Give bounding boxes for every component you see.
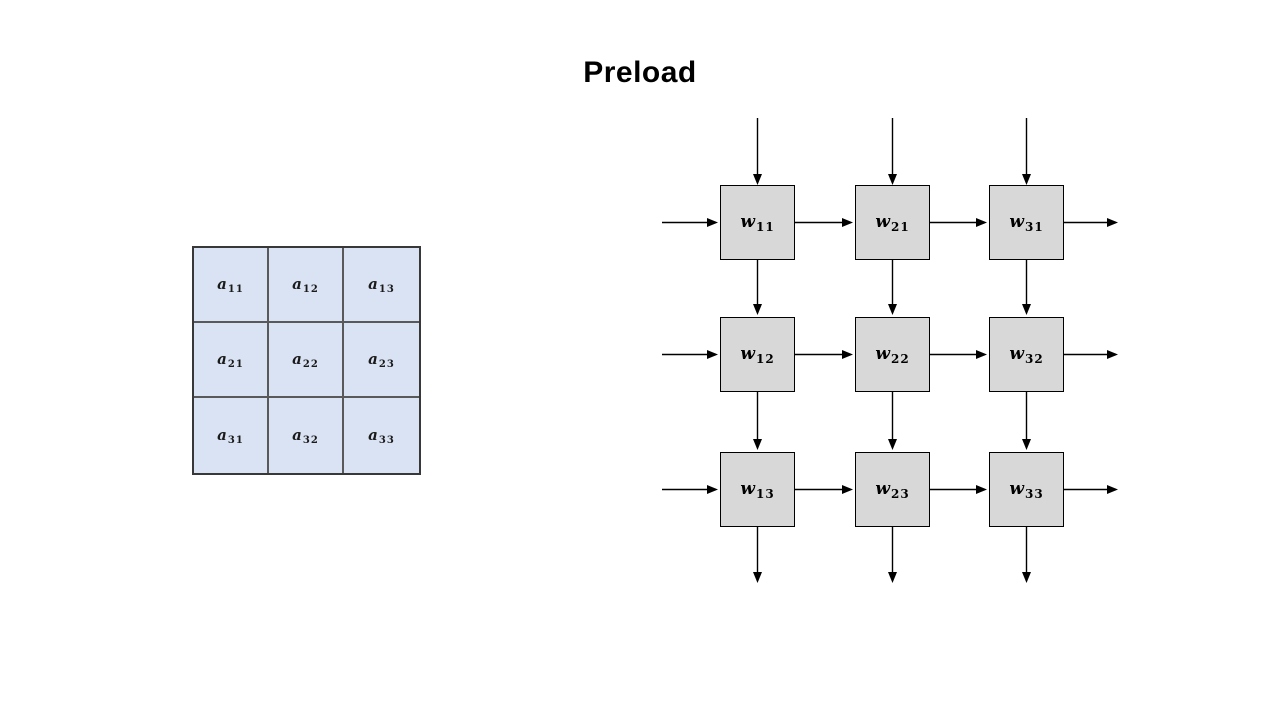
matrix-cell-label: a22 [292,350,319,370]
pe-label: w11 [740,212,774,234]
pe-subscript: 12 [755,351,775,366]
matrix-cell-a11: a11 [194,248,269,323]
pe-subscript: 22 [890,351,910,366]
pe-base: w [1009,478,1024,499]
matrix-cell-label: a31 [217,426,244,446]
pe-subscript: 11 [755,219,775,234]
cell-base: a [368,274,378,293]
input-matrix-table: a11 a12 a13 a21 a22 a23 a31 a32 a33 [192,246,421,475]
matrix-cell-label: a13 [368,275,395,295]
pe-box-w21: w21 [855,185,930,260]
matrix-cell-a12: a12 [269,248,344,323]
matrix-cell-label: a23 [368,350,395,370]
matrix-cell-a22: a22 [269,323,344,398]
pe-base: w [1009,211,1024,232]
pe-box-w12: w12 [720,317,795,392]
pe-subscript: 23 [890,486,910,501]
cell-base: a [217,349,227,368]
cell-base: a [217,274,227,293]
pe-label: w21 [875,212,909,234]
cell-subscript: 23 [378,358,395,370]
pe-subscript: 33 [1024,486,1044,501]
pe-base: w [740,211,755,232]
pe-label: w32 [1009,344,1043,366]
pe-label: w13 [740,479,774,501]
cell-base: a [217,425,227,444]
matrix-cell-a23: a23 [344,323,419,398]
cell-base: a [292,349,302,368]
pe-box-w11: w11 [720,185,795,260]
cell-subscript: 21 [227,358,244,370]
cell-subscript: 11 [227,283,244,295]
cell-base: a [292,274,302,293]
pe-subscript: 13 [755,486,775,501]
pe-box-w22: w22 [855,317,930,392]
pe-subscript: 32 [1024,351,1044,366]
pe-box-w31: w31 [989,185,1064,260]
pe-label: w23 [875,479,909,501]
cell-subscript: 31 [227,434,244,446]
cell-base: a [292,425,302,444]
matrix-cell-label: a11 [217,275,244,295]
cell-base: a [368,425,378,444]
pe-base: w [875,343,890,364]
pe-label: w22 [875,344,909,366]
cell-subscript: 22 [302,358,319,370]
pe-subscript: 21 [890,219,910,234]
pe-box-w33: w33 [989,452,1064,527]
matrix-cell-a21: a21 [194,323,269,398]
cell-subscript: 32 [302,434,319,446]
pe-label: w12 [740,344,774,366]
matrix-cell-a31: a31 [194,398,269,473]
matrix-cell-label: a33 [368,426,395,446]
cell-subscript: 33 [378,434,395,446]
pe-label: w31 [1009,212,1043,234]
matrix-cell-label: a21 [217,350,244,370]
pe-base: w [875,211,890,232]
pe-box-w23: w23 [855,452,930,527]
cell-subscript: 13 [378,283,395,295]
pe-box-w32: w32 [989,317,1064,392]
slide-title: Preload [583,56,697,89]
pe-base: w [740,343,755,364]
matrix-cell-a32: a32 [269,398,344,473]
cell-subscript: 12 [302,283,319,295]
matrix-cell-a13: a13 [344,248,419,323]
pe-base: w [875,478,890,499]
matrix-cell-label: a12 [292,275,319,295]
pe-subscript: 31 [1024,219,1044,234]
pe-base: w [740,478,755,499]
cell-base: a [368,349,378,368]
matrix-cell-label: a32 [292,426,319,446]
pe-label: w33 [1009,479,1043,501]
pe-box-w13: w13 [720,452,795,527]
pe-base: w [1009,343,1024,364]
matrix-cell-a33: a33 [344,398,419,473]
